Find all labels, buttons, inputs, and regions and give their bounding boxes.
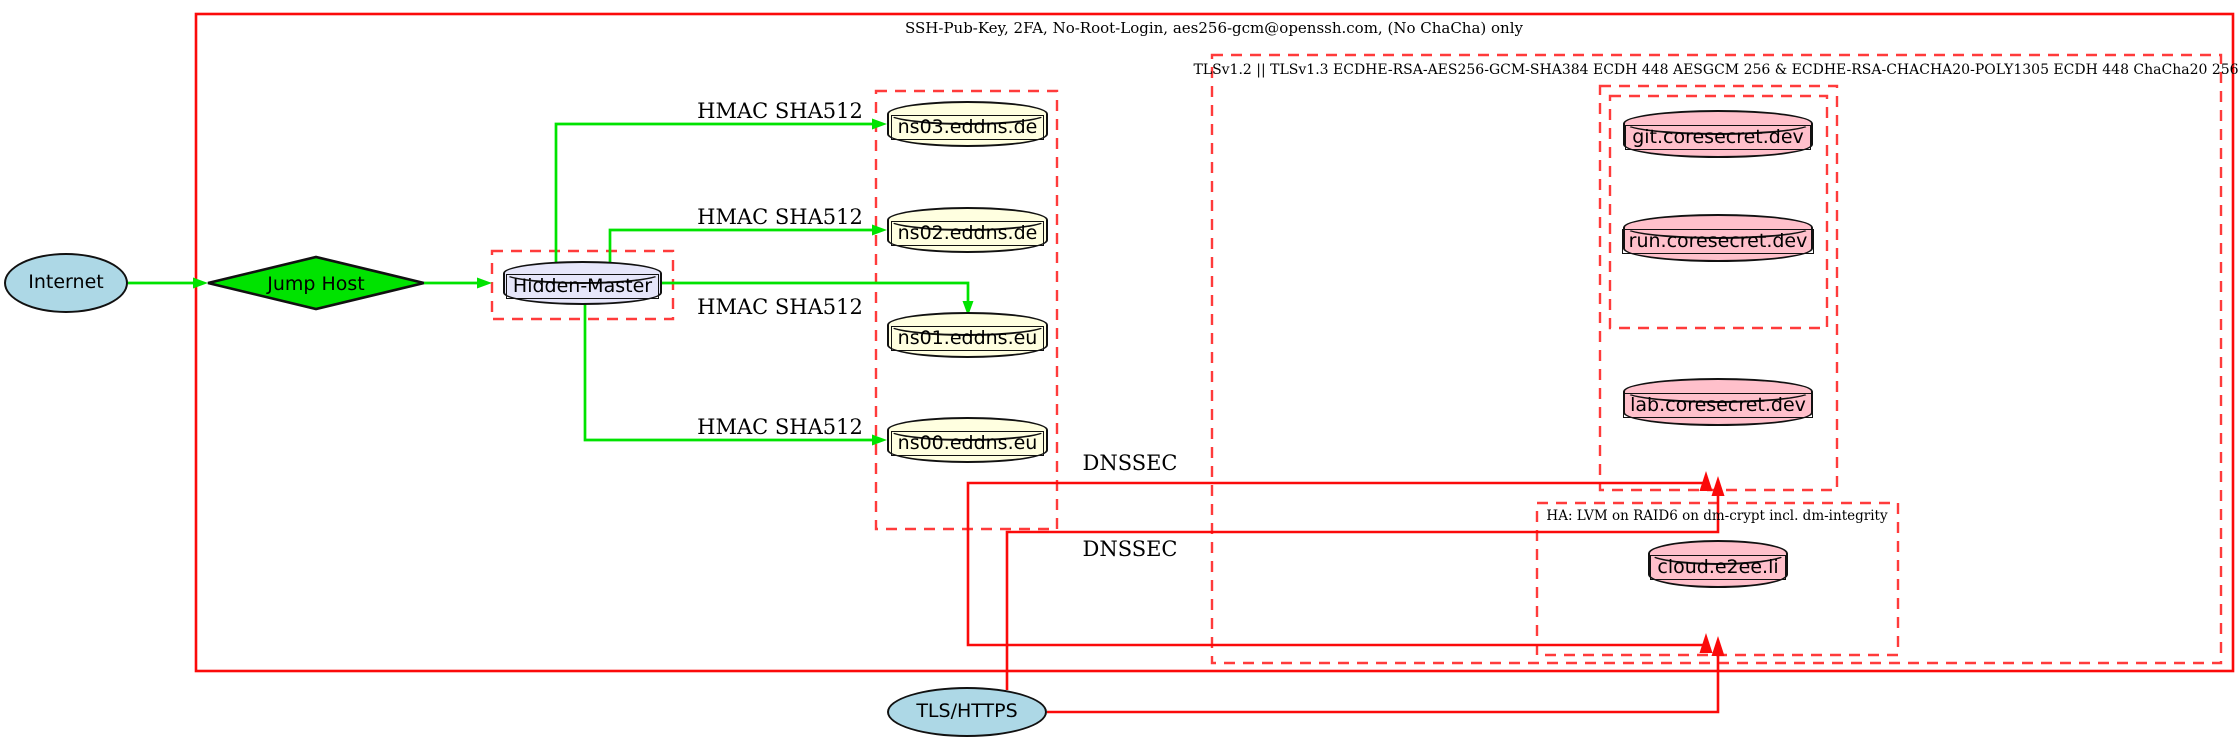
node-lab: lab.coresecret.dev [1622, 378, 1814, 426]
node-ns02-label: ns02.eddns.de [890, 220, 1045, 247]
node-ns00-label: ns00.eddns.eu [890, 430, 1045, 457]
edge-label-hmac-ns02: HMAC SHA512 [697, 205, 863, 229]
arrowhead-ns02 [872, 224, 887, 236]
node-ns03-label: ns03.eddns.de [890, 114, 1045, 141]
edge-tls-cloud [1047, 656, 1720, 714]
arrowhead-ns03 [872, 118, 887, 130]
node-jump-host-label: Jump Host [267, 273, 365, 295]
cluster-ssh-border [194, 12, 2235, 673]
node-tls-https: TLS/HTTPS [887, 687, 1047, 737]
edge-tls-web [1005, 496, 1720, 690]
node-ns01-label: ns01.eddns.eu [890, 325, 1045, 352]
node-lab-label: lab.coresecret.dev [1623, 392, 1813, 419]
arrowhead-tls-web [1711, 476, 1725, 496]
edge-label-dnssec-web: DNSSEC [1082, 451, 1178, 475]
edge-label-hmac-ns03: HMAC SHA512 [697, 99, 863, 123]
node-ns00: ns00.eddns.eu [886, 417, 1049, 463]
cluster-web-inner-border [1608, 94, 1829, 330]
edge-label-dnssec-cloud: DNSSEC [1082, 537, 1178, 561]
edge-label-hmac-ns01: HMAC SHA512 [697, 295, 863, 319]
edge-dnssec-cloud [966, 529, 1708, 652]
arrowhead-dnssec-cloud [1699, 633, 1713, 653]
cluster-tls-label: TLSv1.2 || TLSv1.3 ECDHE-RSA-AES256-GCM-… [1193, 62, 2239, 78]
node-git: git.coresecret.dev [1622, 110, 1814, 158]
arrowhead-ns00 [872, 434, 887, 446]
cluster-hidden-master-border [490, 249, 675, 321]
cluster-dns-border [874, 89, 1059, 531]
node-git-label: git.coresecret.dev [1625, 124, 1811, 151]
cluster-ssh-label: SSH-Pub-Key, 2FA, No-Root-Login, aes256-… [905, 19, 1523, 37]
node-cloud: cloud.e2ee.li [1647, 540, 1789, 588]
edge-hiddenmaster-ns03 [554, 122, 873, 263]
node-cloud-label: cloud.e2ee.li [1650, 554, 1786, 581]
node-ns01: ns01.eddns.eu [886, 312, 1049, 358]
node-ns03: ns03.eddns.de [886, 101, 1049, 147]
node-run: run.coresecret.dev [1621, 214, 1815, 262]
arrowhead-dnssec-web [1699, 471, 1713, 491]
cluster-ha-label: HA: LVM on RAID6 on dm-crypt incl. dm-in… [1546, 508, 1888, 524]
edge-hiddenmaster-ns01 [662, 281, 970, 302]
edge-hiddenmaster-ns02 [608, 228, 873, 263]
edge-label-hmac-ns00: HMAC SHA512 [697, 415, 863, 439]
node-internet-label: Internet [28, 271, 104, 294]
arrowhead-ns01 [962, 301, 974, 316]
cluster-web-border [1598, 84, 1839, 492]
arrowhead-jumphost-hiddenmaster [477, 277, 492, 289]
node-run-label: run.coresecret.dev [1621, 228, 1815, 255]
edge-hiddenmaster-ns00 [583, 303, 873, 442]
node-internet: Internet [4, 253, 128, 313]
node-tls-https-label: TLS/HTTPS [916, 700, 1018, 723]
node-hidden-master: Hidden-Master [502, 261, 663, 305]
arrowhead-internet-jumphost [193, 277, 208, 289]
node-hidden-master-label: Hidden-Master [505, 273, 660, 300]
arrowhead-tls-cloud [1711, 636, 1725, 656]
node-ns02: ns02.eddns.de [886, 207, 1049, 253]
cluster-tls-border [1210, 53, 2223, 665]
